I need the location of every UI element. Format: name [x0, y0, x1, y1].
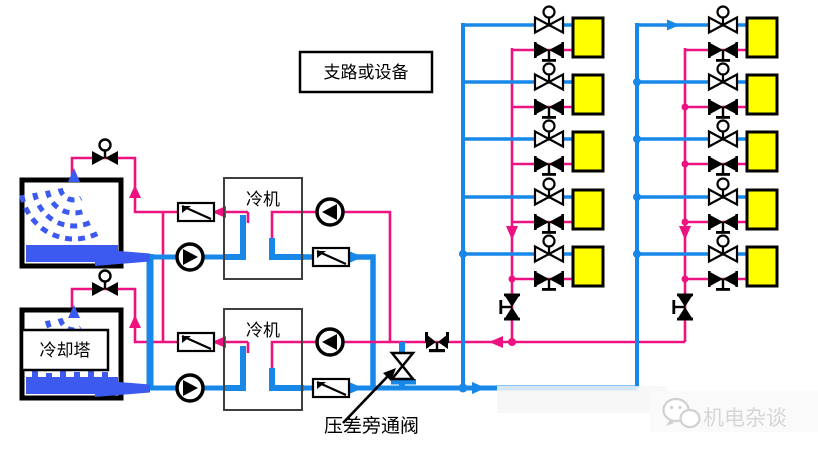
cooling-tower-top — [19, 168, 150, 269]
tower2-splash — [32, 369, 108, 379]
load-branch — [637, 179, 777, 234]
chilled-water-pump-2 — [315, 327, 345, 357]
return-main — [302, 210, 685, 344]
wechat-icon — [662, 397, 701, 429]
tower1-valve — [90, 138, 120, 167]
load-branch — [463, 64, 603, 119]
pressure-bypass-valve — [389, 351, 416, 381]
chiller1-evap-inlet — [270, 210, 302, 240]
tower2-valve — [90, 269, 120, 298]
right-arrow-icon — [472, 382, 486, 394]
right-arrow-icon — [349, 382, 363, 394]
load-branch — [463, 121, 603, 176]
riser2-return-valve — [671, 292, 695, 322]
tower1-spray — [19, 168, 102, 242]
load-branch — [463, 179, 603, 234]
riser-group-2 — [637, 7, 777, 322]
check-valve-supply-1 — [311, 246, 351, 268]
condenser-return-pipe-2 — [70, 287, 224, 344]
up-arrow-icon — [129, 185, 141, 198]
chiller-top: 冷机 — [223, 177, 303, 280]
bypass-callout: 压差旁通阀 — [324, 368, 419, 437]
chiller2-condenser-outlet — [224, 340, 250, 353]
watermark: 机电杂谈 — [497, 386, 818, 432]
condenser-pump-1 — [175, 242, 205, 272]
spray-nozzle-arrow-icon — [68, 305, 80, 318]
watermark-text: 机电杂谈 — [703, 407, 787, 430]
load-branch — [637, 121, 777, 176]
chiller1-condenser-outlet — [224, 210, 250, 223]
bypass-valve-label: 压差旁通阀 — [324, 415, 419, 437]
load-branch — [463, 236, 603, 291]
supply-header — [302, 254, 376, 388]
flow-arrows — [129, 19, 691, 394]
chiller2-evap-inlet — [270, 340, 302, 370]
left-arrow-icon — [212, 206, 226, 218]
chiller1-box — [223, 177, 303, 280]
branch-label: 支路或设备 — [324, 63, 409, 82]
up-arrow-icon — [129, 315, 141, 328]
chilled-water-pump-1 — [315, 197, 345, 227]
left-arrow-icon — [212, 336, 226, 348]
check-valve-supply-2 — [311, 377, 351, 399]
down-arrow-icon — [679, 226, 691, 240]
load-branch — [637, 236, 777, 291]
return-main-valve — [423, 330, 451, 354]
chiller1-condenser-pipe — [224, 215, 246, 260]
chiller1-evap-pipe — [269, 238, 304, 260]
callout-arrow-icon — [383, 368, 396, 381]
condenser-pump-2 — [175, 373, 205, 403]
check-valve-condenser-1 — [176, 201, 216, 223]
load-branch — [463, 7, 603, 62]
condenser-return-pipe-1 — [70, 156, 224, 214]
chiller2-label: 冷机 — [246, 321, 280, 340]
tower1-outlet — [95, 249, 150, 266]
cooling-tower-label: 冷却塔 — [40, 341, 91, 360]
cooling-tower-bottom: 冷却塔 — [19, 305, 150, 401]
chiller2-condenser-pipe — [224, 346, 246, 391]
right-arrow-icon — [349, 251, 363, 263]
load-branch — [637, 7, 777, 62]
load-branch — [637, 64, 777, 119]
left-arrow-icon — [489, 336, 503, 348]
check-valve-condenser-2 — [176, 331, 216, 353]
tower2-outlet — [95, 380, 150, 397]
branch-label-box: 支路或设备 — [298, 50, 434, 94]
callout-line — [342, 375, 389, 424]
chiller1-label: 冷机 — [246, 190, 280, 209]
riser-group-1 — [463, 7, 603, 322]
chiller2-evap-pipe — [269, 368, 304, 391]
pipe-junctions — [458, 78, 689, 393]
bypass-footing — [391, 379, 416, 385]
riser1-return-valve — [498, 292, 522, 322]
spray-nozzle-arrow-icon — [68, 168, 80, 182]
down-arrow-icon — [506, 226, 518, 240]
cooling-tower-label-box — [20, 328, 110, 372]
chiller2-box — [223, 308, 303, 411]
chiller-bottom: 冷机 — [223, 308, 303, 411]
